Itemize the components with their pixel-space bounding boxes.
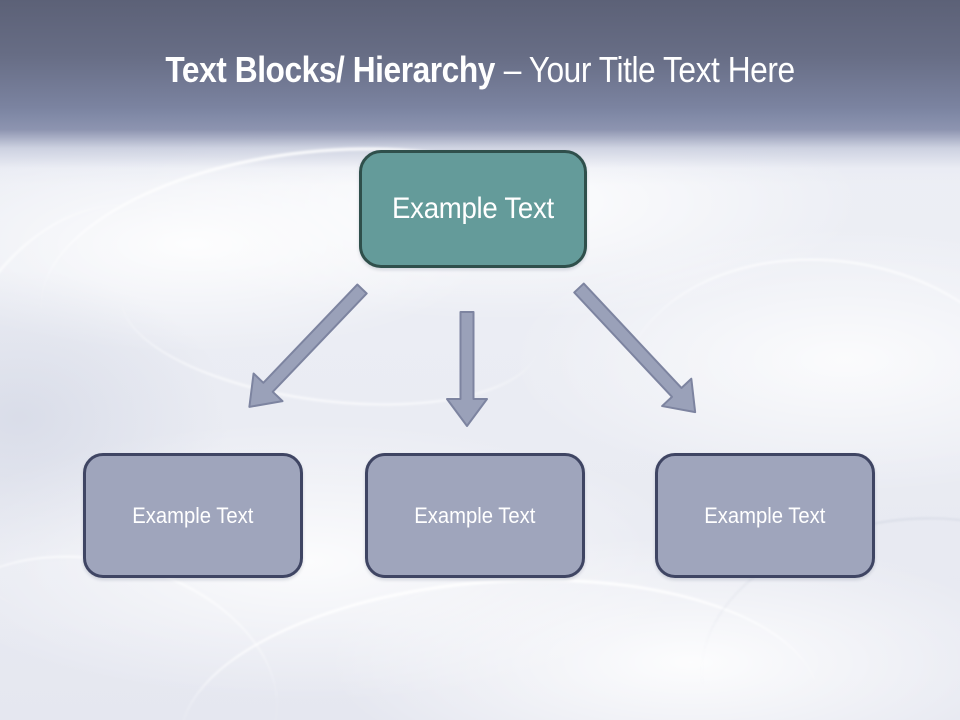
- slide-title-bold: Text Blocks/ Hierarchy: [165, 49, 495, 90]
- child-node-1[interactable]: Example Text: [83, 453, 303, 578]
- child-node-3-label: Example Text: [704, 502, 826, 528]
- arrow-down-left-icon[interactable]: [235, 275, 377, 420]
- child-node-2-label: Example Text: [414, 502, 536, 528]
- child-node-1-label: Example Text: [132, 502, 254, 528]
- arrow-down-right-icon[interactable]: [564, 274, 709, 425]
- arrow-down-icon[interactable]: [446, 311, 488, 427]
- slide-title-light: – Your Title Text Here: [503, 49, 795, 90]
- root-node[interactable]: Example Text: [359, 150, 587, 268]
- child-node-2[interactable]: Example Text: [365, 453, 585, 578]
- slide-title[interactable]: Text Blocks/ Hierarchy– Your Title Text …: [58, 50, 903, 90]
- child-node-3[interactable]: Example Text: [655, 453, 875, 578]
- root-node-label: Example Text: [392, 192, 554, 225]
